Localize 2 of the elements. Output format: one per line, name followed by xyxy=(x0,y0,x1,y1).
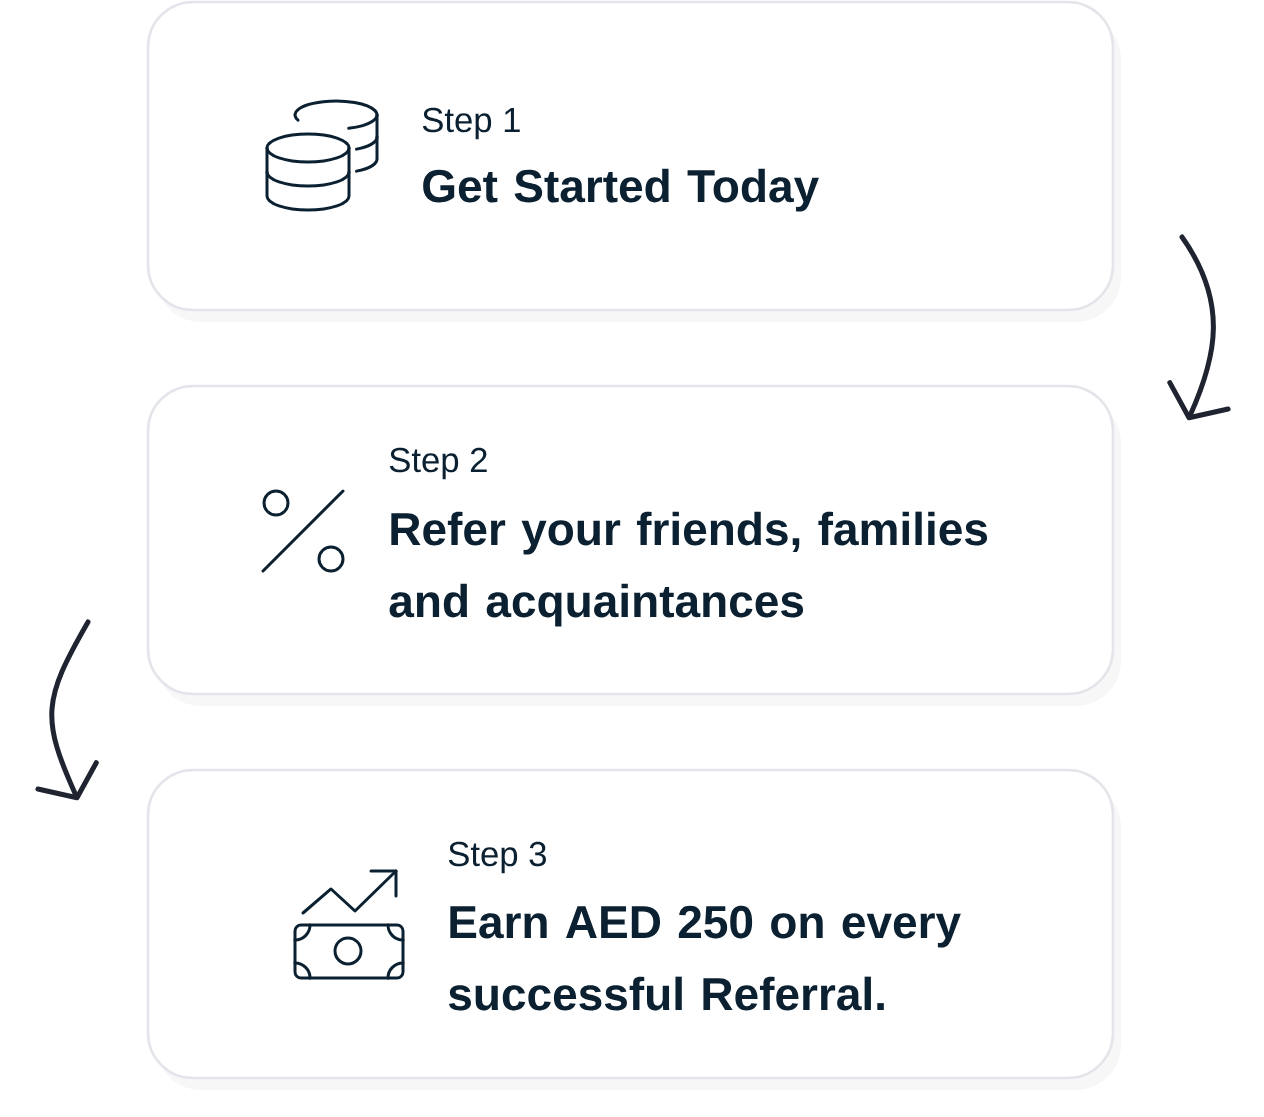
curved-arrow xyxy=(1167,234,1231,421)
curved-arrow xyxy=(35,619,99,801)
